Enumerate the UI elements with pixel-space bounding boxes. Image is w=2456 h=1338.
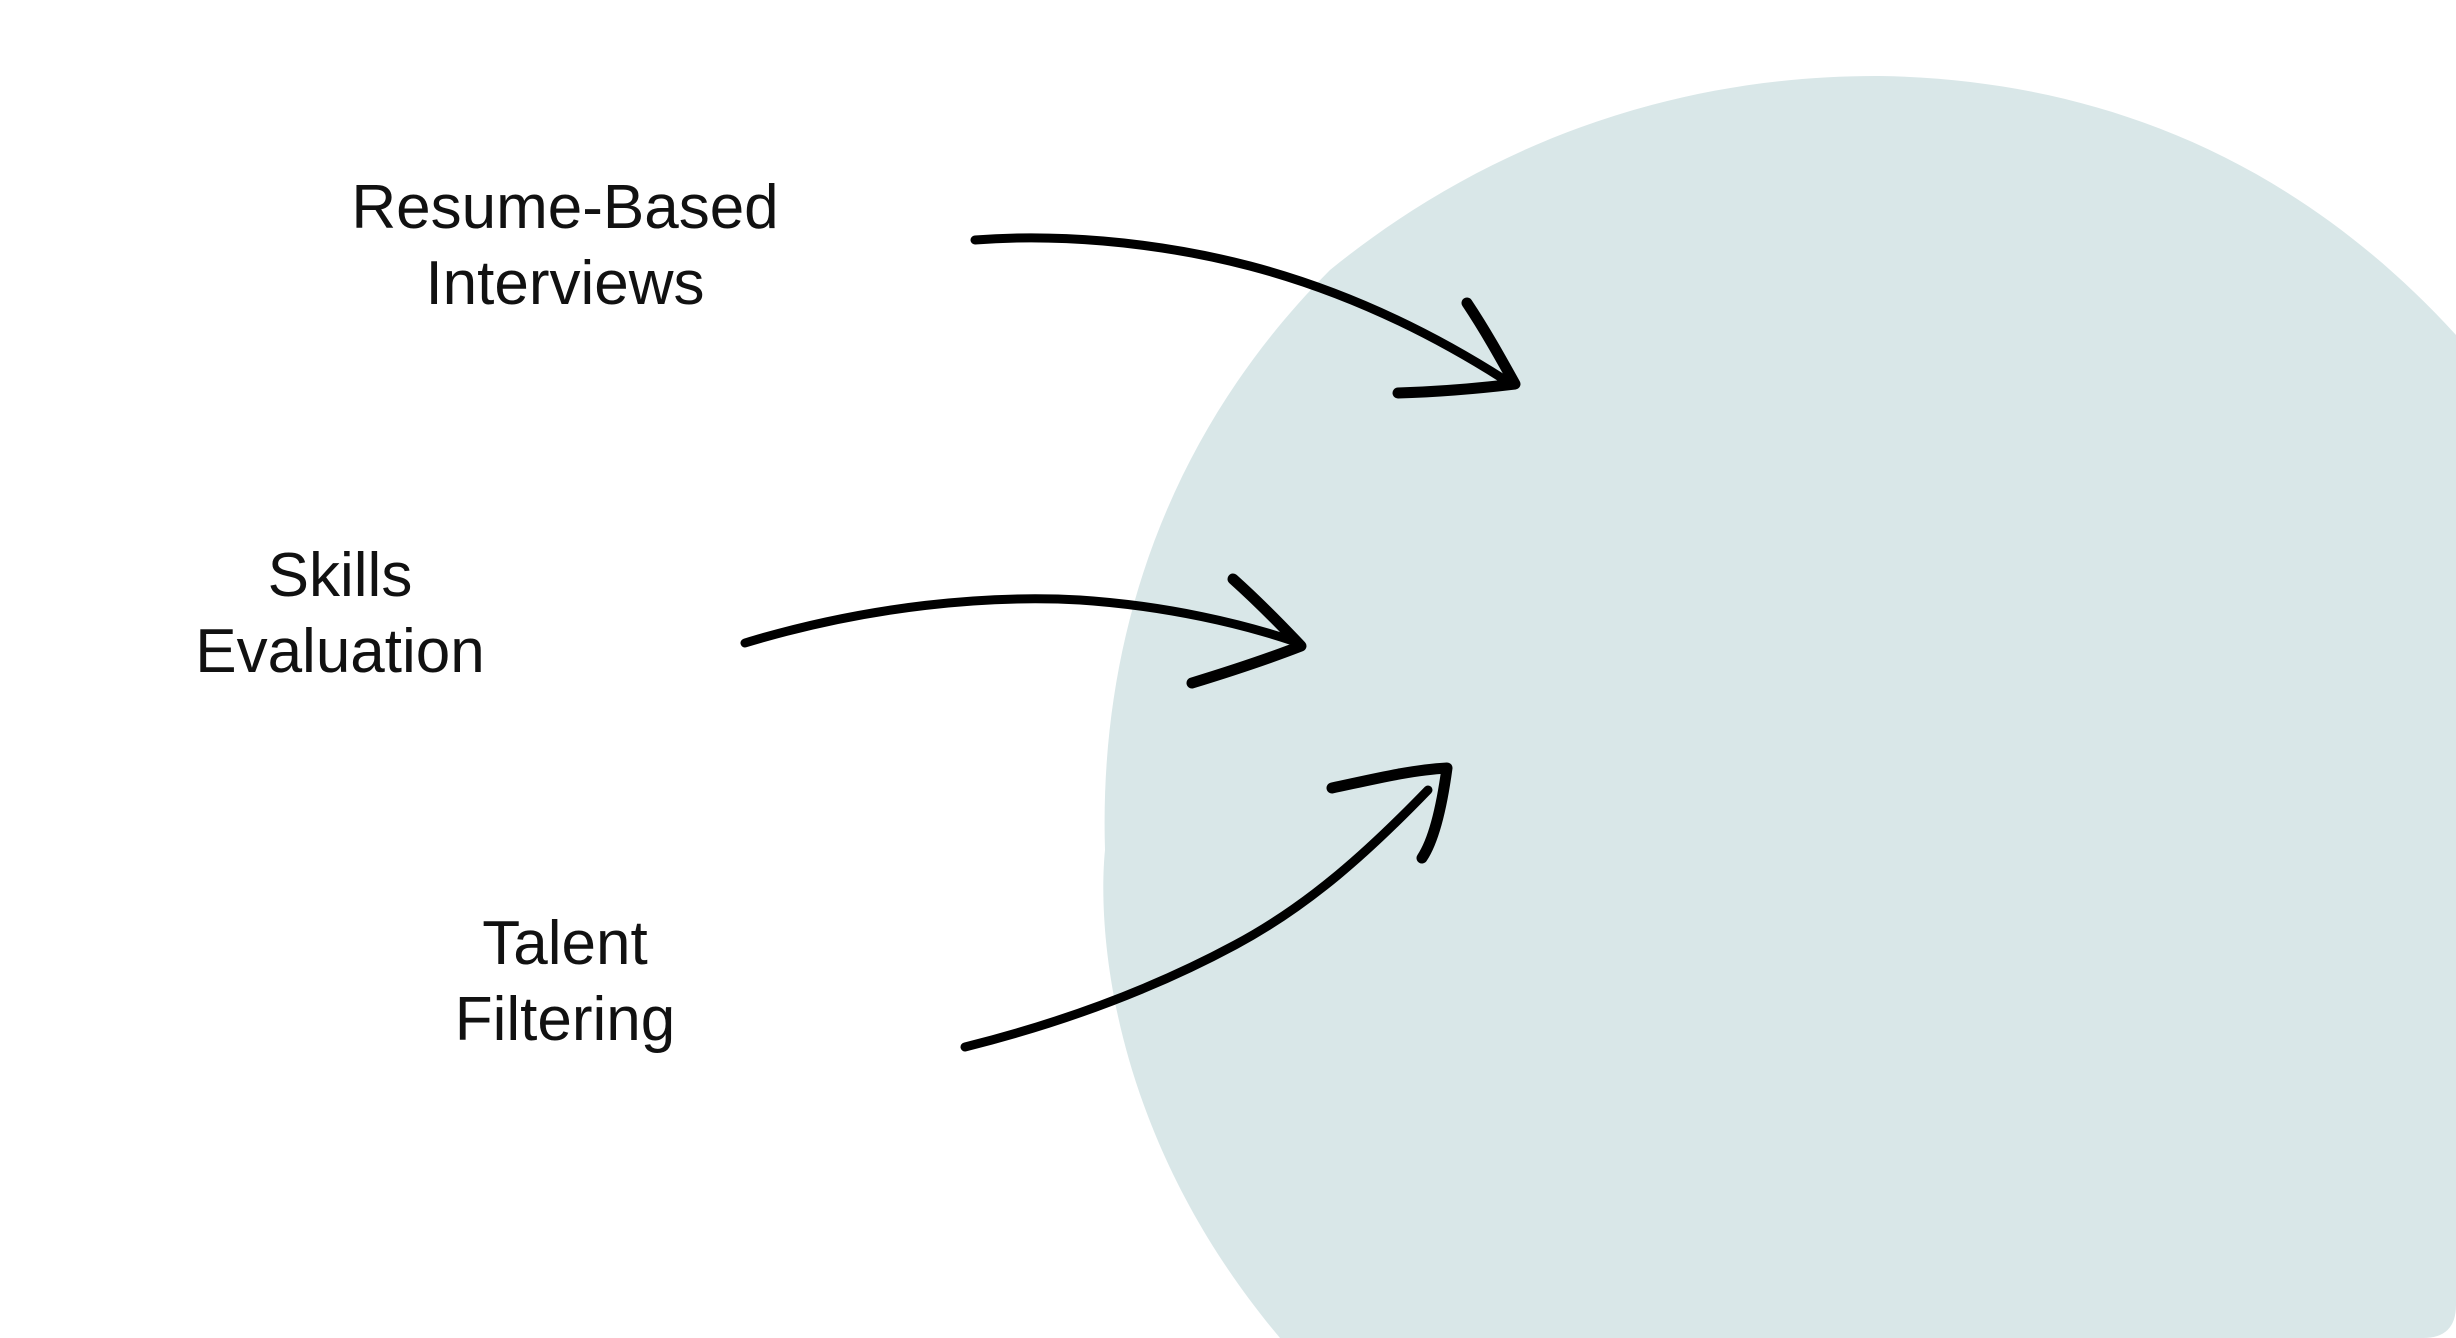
target-circle	[1103, 75, 2456, 1338]
label-3-line-2: Filtering	[454, 985, 676, 1054]
label-1-line-1: Resume-Based	[351, 173, 779, 242]
label-3-line-1: Talent	[482, 909, 648, 978]
label-skills-evaluation: Skills Evaluation	[140, 538, 540, 690]
arrow-2-head	[1186, 573, 1307, 689]
arrow-talent-filtering	[960, 762, 1453, 1052]
arrow-2-shaft	[740, 594, 1295, 648]
label-resume-based-interviews: Resume-Based Interviews	[335, 170, 795, 322]
arrow-skills-evaluation	[740, 573, 1307, 689]
arrow-resume-interviews	[970, 233, 1521, 399]
label-1-line-2: Interviews	[425, 249, 705, 318]
arrow-1-head	[1392, 297, 1521, 399]
label-talent-filtering: Talent Filtering	[415, 906, 715, 1058]
label-2-line-1: Skills	[267, 541, 413, 610]
arrow-1-shaft	[970, 233, 1510, 385]
arrow-3-shaft	[960, 785, 1433, 1052]
label-2-line-2: Evaluation	[195, 617, 485, 686]
arrow-3-head	[1326, 762, 1453, 864]
